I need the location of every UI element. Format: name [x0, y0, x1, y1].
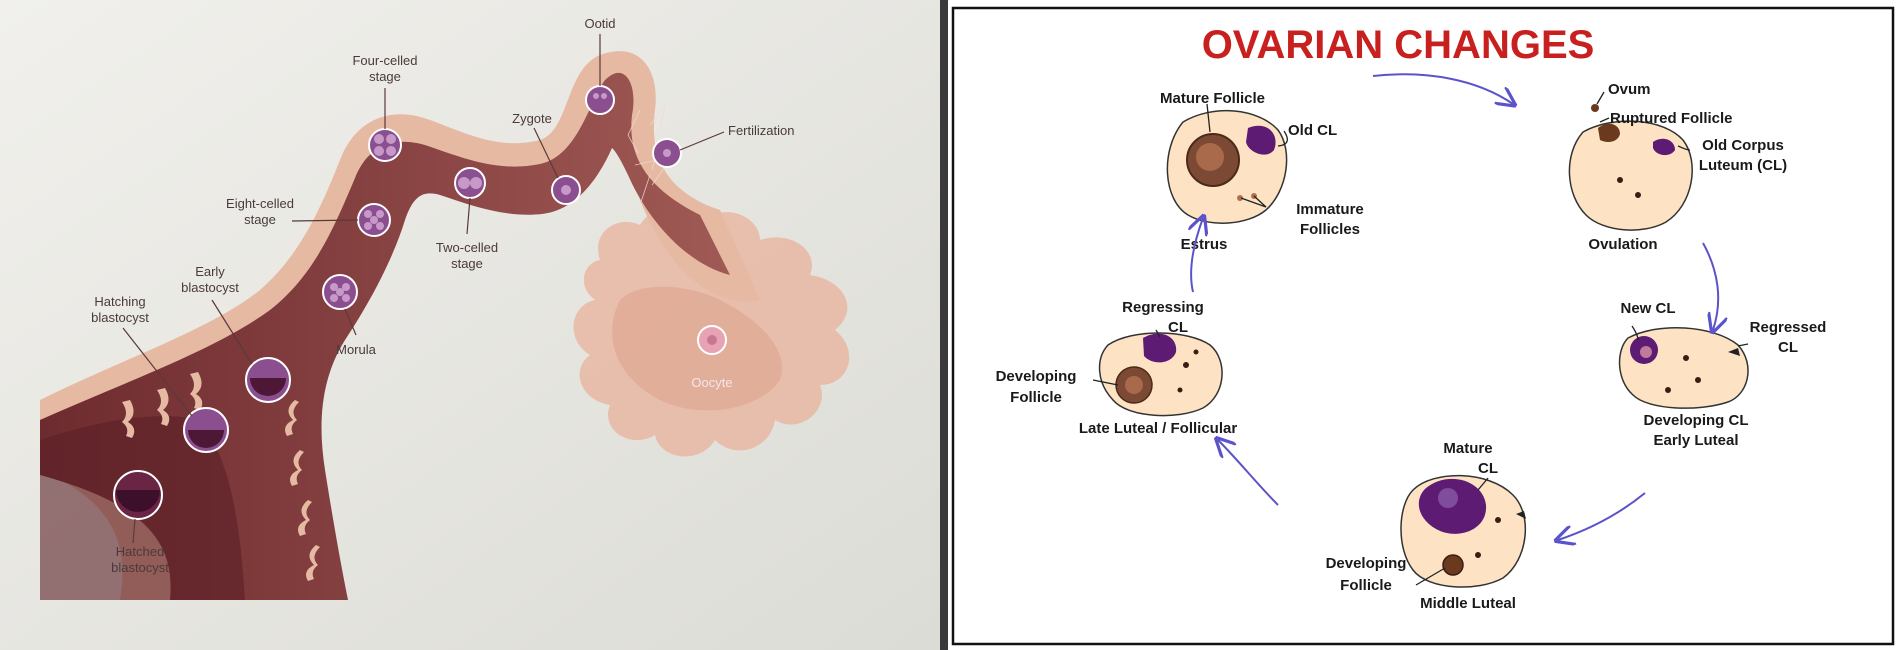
- ovary-late-luteal: [1098, 332, 1223, 417]
- label-four-celled-line2: stage: [369, 69, 401, 84]
- arrow-late-luteal-to-estrus: [1191, 218, 1203, 293]
- label-ovum: Ovum: [1608, 81, 1651, 98]
- label-eight-celled-line1: Eight-celled: [226, 196, 294, 211]
- label-hatching-blastocyst-line2: blastocyst: [91, 310, 149, 325]
- arrow-estrus-to-ovulation: [1372, 73, 1513, 104]
- label-old-corpus-luteum-line2: Luteum (CL): [1699, 157, 1787, 174]
- label-immature-follicles-line1: Immature: [1296, 201, 1364, 218]
- label-early-blastocyst-line1: Early: [195, 264, 225, 279]
- label-late-luteal: Late Luteal / Follicular: [1079, 420, 1238, 437]
- label-immature-follicles-line2: Follicles: [1300, 221, 1360, 238]
- label-developing-follicle-late-line2: Follicle: [1010, 389, 1062, 406]
- label-mature-follicle: Mature Follicle: [1160, 90, 1265, 107]
- label-morula: Morula: [336, 342, 377, 357]
- oviduct-illustration: Ootid Four-celled stage Zygote Fertiliza…: [0, 0, 940, 650]
- label-ruptured-follicle: Ruptured Follicle: [1610, 110, 1733, 127]
- ovarian-changes-diagram: OVARIAN CHANGES Mature Follicle Old CL I…: [948, 0, 1900, 650]
- label-regressed-cl-line2: CL: [1778, 339, 1798, 356]
- arrow-early-to-middle-luteal: [1558, 492, 1646, 540]
- arrow-ovulation-to-early-luteal: [1702, 242, 1718, 330]
- label-developing-follicle-mid-line2: Follicle: [1340, 577, 1392, 594]
- ovary-ovulation: [1568, 104, 1693, 231]
- label-developing-cl-line2: Early Luteal: [1653, 432, 1738, 449]
- label-regressed-cl-line1: Regressed: [1750, 319, 1827, 336]
- label-four-celled-line1: Four-celled: [352, 53, 417, 68]
- ovary-early-luteal: [1618, 327, 1749, 409]
- label-estrus: Estrus: [1181, 236, 1228, 253]
- label-eight-celled-line2: stage: [244, 212, 276, 227]
- label-regressing-cl-line2: CL: [1168, 319, 1188, 336]
- label-new-cl: New CL: [1620, 300, 1675, 317]
- label-developing-follicle-mid-line1: Developing: [1326, 555, 1407, 572]
- mucosal-folds: [122, 372, 320, 581]
- ovary-middle-luteal: [1400, 474, 1526, 588]
- label-hatched-blastocyst-line1: Hatched: [116, 544, 164, 559]
- label-regressing-cl-line1: Regressing: [1122, 299, 1204, 316]
- label-developing-cl-line1: Developing CL: [1643, 412, 1748, 429]
- label-old-cl: Old CL: [1288, 122, 1337, 139]
- ootid-cell: [585, 85, 615, 115]
- label-two-celled-line2: stage: [451, 256, 483, 271]
- ovary-estrus: [1166, 109, 1288, 224]
- label-ovulation: Ovulation: [1588, 236, 1657, 253]
- label-hatching-blastocyst-line1: Hatching: [94, 294, 145, 309]
- panel-frame: [951, 6, 1895, 646]
- label-mature-cl-line2: CL: [1478, 460, 1498, 477]
- label-old-corpus-luteum-line1: Old Corpus: [1702, 137, 1784, 154]
- arrow-middle-to-late-luteal: [1218, 440, 1279, 506]
- label-middle-luteal: Middle Luteal: [1420, 595, 1516, 612]
- four-celled-cell: [368, 128, 402, 162]
- label-hatched-blastocyst-line2: blastocyst: [111, 560, 169, 575]
- diagram-title: OVARIAN CHANGES: [1202, 23, 1595, 67]
- label-oocyte: Oocyte: [691, 375, 732, 390]
- label-early-blastocyst-line2: blastocyst: [181, 280, 239, 295]
- label-fertilization: Fertilization: [728, 123, 794, 138]
- label-zygote: Zygote: [512, 111, 552, 126]
- label-developing-follicle-late-line1: Developing: [996, 368, 1077, 385]
- label-mature-cl-line1: Mature: [1443, 440, 1492, 457]
- label-ootid: Ootid: [584, 16, 615, 31]
- label-two-celled-line1: Two-celled: [436, 240, 498, 255]
